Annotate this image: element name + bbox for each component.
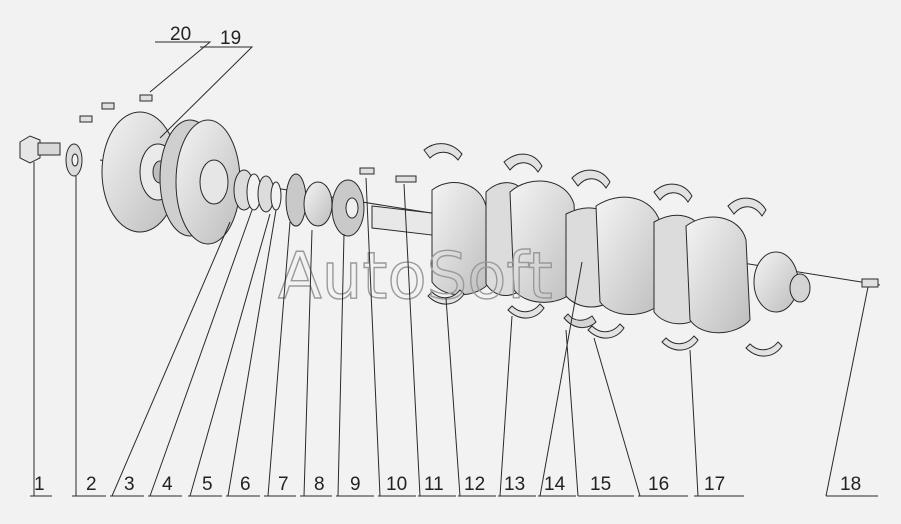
callout-11: 11 — [424, 474, 444, 495]
part-crankshaft — [371, 180, 811, 334]
part-bolt — [19, 135, 61, 164]
callout-10: 10 — [386, 474, 407, 495]
part-damper — [159, 119, 241, 245]
callout-19: 19 — [220, 28, 241, 49]
callout-13: 13 — [504, 474, 525, 495]
callout-8: 8 — [314, 474, 325, 495]
callout-20: 20 — [170, 24, 191, 45]
callout-labels: 1 2 3 4 5 6 7 8 9 10 11 12 13 14 15 16 1… — [34, 24, 861, 495]
callout-16: 16 — [648, 474, 669, 495]
part-small-bolts — [79, 94, 153, 123]
part-thrust-washers — [563, 313, 597, 328]
callout-15: 15 — [590, 474, 611, 495]
callout-12: 12 — [464, 474, 485, 495]
part-keys — [359, 167, 417, 183]
callout-18: 18 — [840, 474, 861, 495]
callout-14: 14 — [544, 474, 566, 495]
part-dowel-pin — [861, 278, 879, 288]
callout-5: 5 — [202, 474, 213, 495]
callout-4: 4 — [162, 474, 173, 495]
watermark-text: AutoSoft — [278, 240, 553, 314]
part-rings — [233, 169, 282, 213]
callout-1: 1 — [34, 474, 45, 495]
part-washer — [65, 143, 83, 177]
part-gears — [285, 173, 365, 237]
callout-17: 17 — [704, 474, 725, 495]
callout-2: 2 — [86, 474, 97, 495]
callout-7: 7 — [278, 474, 289, 495]
callout-3: 3 — [124, 474, 135, 495]
leader-lines — [33, 41, 869, 497]
callout-9: 9 — [350, 474, 361, 495]
callout-6: 6 — [240, 474, 251, 495]
part-bearing-shells — [423, 143, 783, 357]
